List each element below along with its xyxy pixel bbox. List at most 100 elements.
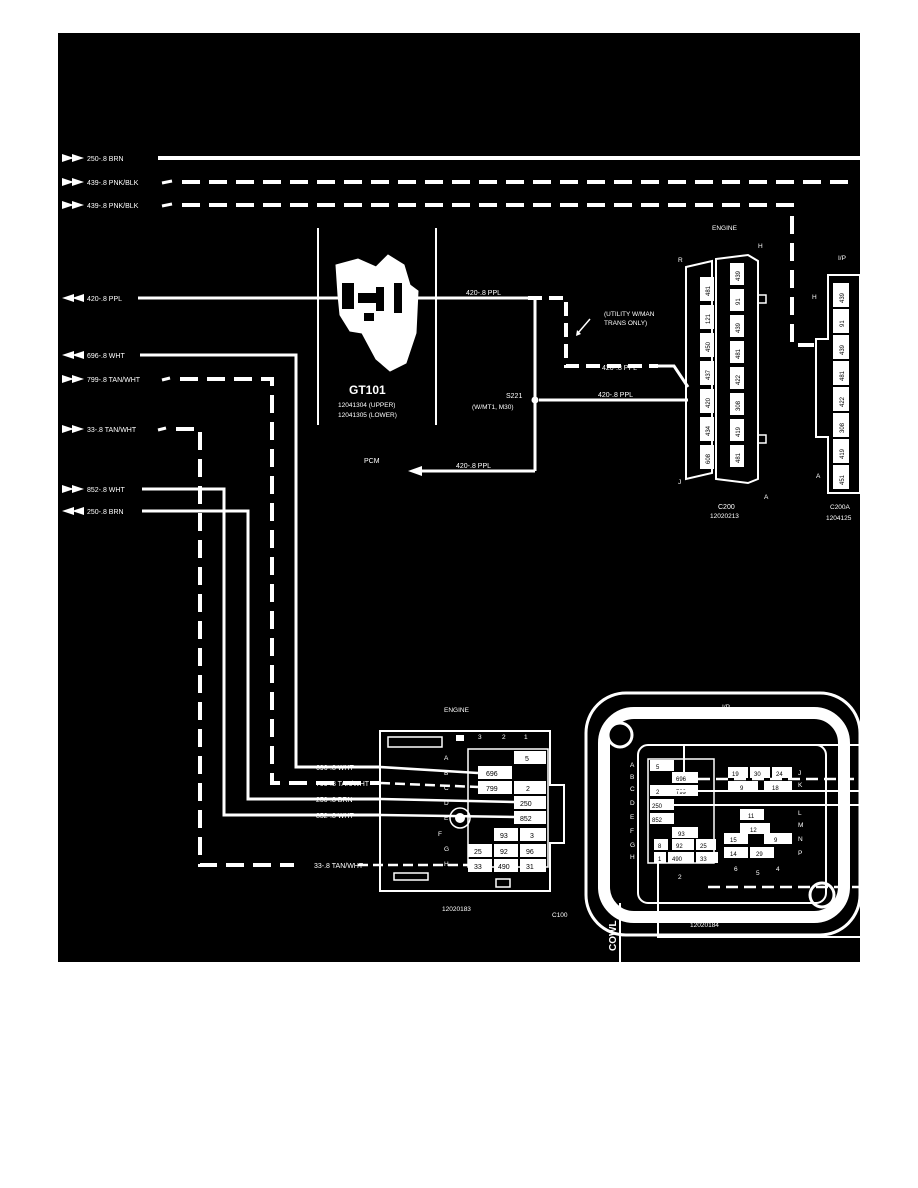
ip-row-letters: A B C D E F G H J K L M N P: [630, 762, 803, 861]
ip-row-letter: N: [798, 836, 803, 843]
c100-row: F: [438, 831, 442, 838]
ip-cell: 250: [652, 804, 663, 810]
outgoing-arrow-icon: [62, 294, 84, 302]
switch-body-icon: [335, 254, 419, 372]
c100-part: 12020183: [442, 906, 471, 913]
utility-note-line2: TRANS ONLY): [604, 320, 647, 327]
incoming-arrow-icon: [62, 154, 84, 162]
ip-cell: 11: [748, 814, 755, 820]
c100-cell: 3: [530, 833, 534, 840]
c100-col: 3: [478, 734, 482, 741]
c200-pin: 450: [706, 341, 712, 352]
ip-row-letter: K: [798, 782, 803, 789]
c200-pin: 481: [736, 348, 742, 359]
c200a-pin: 481: [840, 370, 846, 381]
ip-cell: 1: [658, 857, 662, 863]
c100-wire-label: 696-.8 WHT: [316, 765, 354, 772]
ip-cell: 852: [652, 818, 663, 824]
ip-row-letter: F: [630, 828, 634, 835]
ip-bottom-number: 4: [776, 866, 780, 873]
ip-grid: 5 696 2 799 250 852 93 8 92 25 1 490 33 …: [647, 758, 792, 864]
wire-250-brn-bottom: 250-.8 BRN: [62, 507, 380, 801]
ip-cell: 8: [658, 844, 662, 850]
c100-row: B: [444, 770, 448, 777]
switch-part-upper: 12041304 (UPPER): [338, 402, 395, 409]
c200a-pin: 451: [840, 474, 846, 485]
incoming-arrow-icon: [62, 425, 84, 433]
c100-cell: 25: [474, 849, 482, 856]
c200a-pin: 422: [840, 396, 846, 407]
c200a-connector: I/P H 439 91 439 481 422 308 419 451 A C…: [812, 255, 860, 522]
c100-row: A: [444, 755, 449, 762]
c200-pin: 481: [706, 285, 712, 296]
c100-cell: 92: [500, 849, 508, 856]
c100-wire-label: 799-.8 TAN/WHT: [316, 781, 370, 788]
c100-grid: 5 696 799 2 250 852 93 3 25 92 96 33 490…: [449, 748, 549, 872]
c100-cell: 852: [520, 816, 532, 823]
ip-cell: 93: [678, 832, 685, 838]
c100-col: 2: [502, 734, 506, 741]
c200a-part: 1204125: [826, 515, 852, 522]
ip-cell: 490: [672, 857, 683, 863]
c200-pin: 439: [736, 322, 742, 333]
c100-header: ENGINE: [444, 707, 470, 714]
c200-pin: 422: [736, 374, 742, 385]
incoming-arrow-icon: [62, 178, 84, 186]
wire-label: 420-.8 PPL: [466, 290, 501, 297]
ip-cell: 24: [776, 772, 783, 778]
wire-label: 439-.8 PNK/BLK: [87, 203, 139, 210]
ip-cell: 92: [676, 844, 683, 850]
ip-cell: 2: [656, 790, 660, 796]
ip-cell: 5: [656, 765, 660, 771]
c100-cell: 96: [526, 849, 534, 856]
c100-cell: 799: [486, 786, 498, 793]
c100-row: E: [444, 815, 449, 822]
wiring-diagram: 250-.8 BRN 439-.8 PNK/BLK 439-.8 PNK/BLK…: [58, 33, 860, 962]
c200a-pin: 439: [840, 344, 846, 355]
ip-cell: 9: [774, 838, 778, 844]
wire-gt101-output: 420-.8 PPL (UTILITY W/MAN TRANS ONLY) 42…: [364, 290, 690, 476]
wire-label: 852-.8 WHT: [87, 487, 125, 494]
utility-wire-label: 420-.8 PPL: [602, 365, 637, 372]
wire-label: 250-.8 BRN: [87, 509, 124, 516]
c200a-pin: 439: [840, 292, 846, 303]
c100-col: 1: [524, 734, 528, 741]
c200-pin: 437: [706, 369, 712, 380]
c200-connector: ENGINE R H 481 121 450 437 420 434 608: [678, 225, 769, 520]
ip-cell: 9: [740, 786, 744, 792]
c100-row: C: [444, 785, 449, 792]
wire-label: 33-.8 TAN/WHT: [87, 427, 137, 434]
ip-connector-part: 12020184: [690, 922, 719, 929]
c200-pin: 434: [706, 425, 712, 436]
c200-pin: 121: [706, 313, 712, 324]
gt101-switch: GT101 12041304 (UPPER) 12041305 (LOWER): [317, 228, 437, 425]
ip-cell: 18: [772, 786, 779, 792]
c200-pin: 608: [706, 453, 712, 464]
ip-cell: 30: [754, 772, 761, 778]
c100-row: G: [444, 846, 449, 853]
switch-name: GT101: [349, 383, 386, 397]
ip-bottom-number: 6: [734, 866, 738, 873]
c200-pin: 419: [736, 426, 742, 437]
incoming-arrow-icon: [62, 375, 84, 383]
wire-439-pnk-blk-2: 439-.8 PNK/BLK: [62, 201, 814, 347]
c100-cell: 31: [526, 864, 534, 871]
wire-label: 420-.8 PPL: [87, 296, 122, 303]
c100-wire-label: 33-.8 TAN/WHT: [314, 863, 364, 870]
outgoing-arrow-icon: [62, 351, 84, 359]
wire-label: 799-.8 TAN/WHT: [87, 377, 141, 384]
c100-cell: 696: [486, 771, 498, 778]
splice-dot-icon: [531, 396, 539, 404]
wiring-diagram-canvas: 250-.8 BRN 439-.8 PNK/BLK 439-.8 PNK/BLK…: [62, 154, 860, 962]
ip-bottom-number: 5: [756, 870, 760, 877]
splice-name: S221: [506, 393, 522, 400]
c200-part: 12020213: [710, 513, 739, 520]
ip-row-letter: L: [798, 810, 802, 817]
splice-wire-label: 420-.8 PPL: [598, 392, 633, 399]
c100-wire-label: 250-.8 BRN: [316, 797, 353, 804]
c100-row: D: [444, 800, 449, 807]
ip-cell: 12: [750, 828, 757, 834]
splice-condition: (W/MT1, M30): [472, 404, 514, 411]
pcm-label: PCM: [364, 458, 380, 465]
c100-cell: 33: [474, 864, 482, 871]
